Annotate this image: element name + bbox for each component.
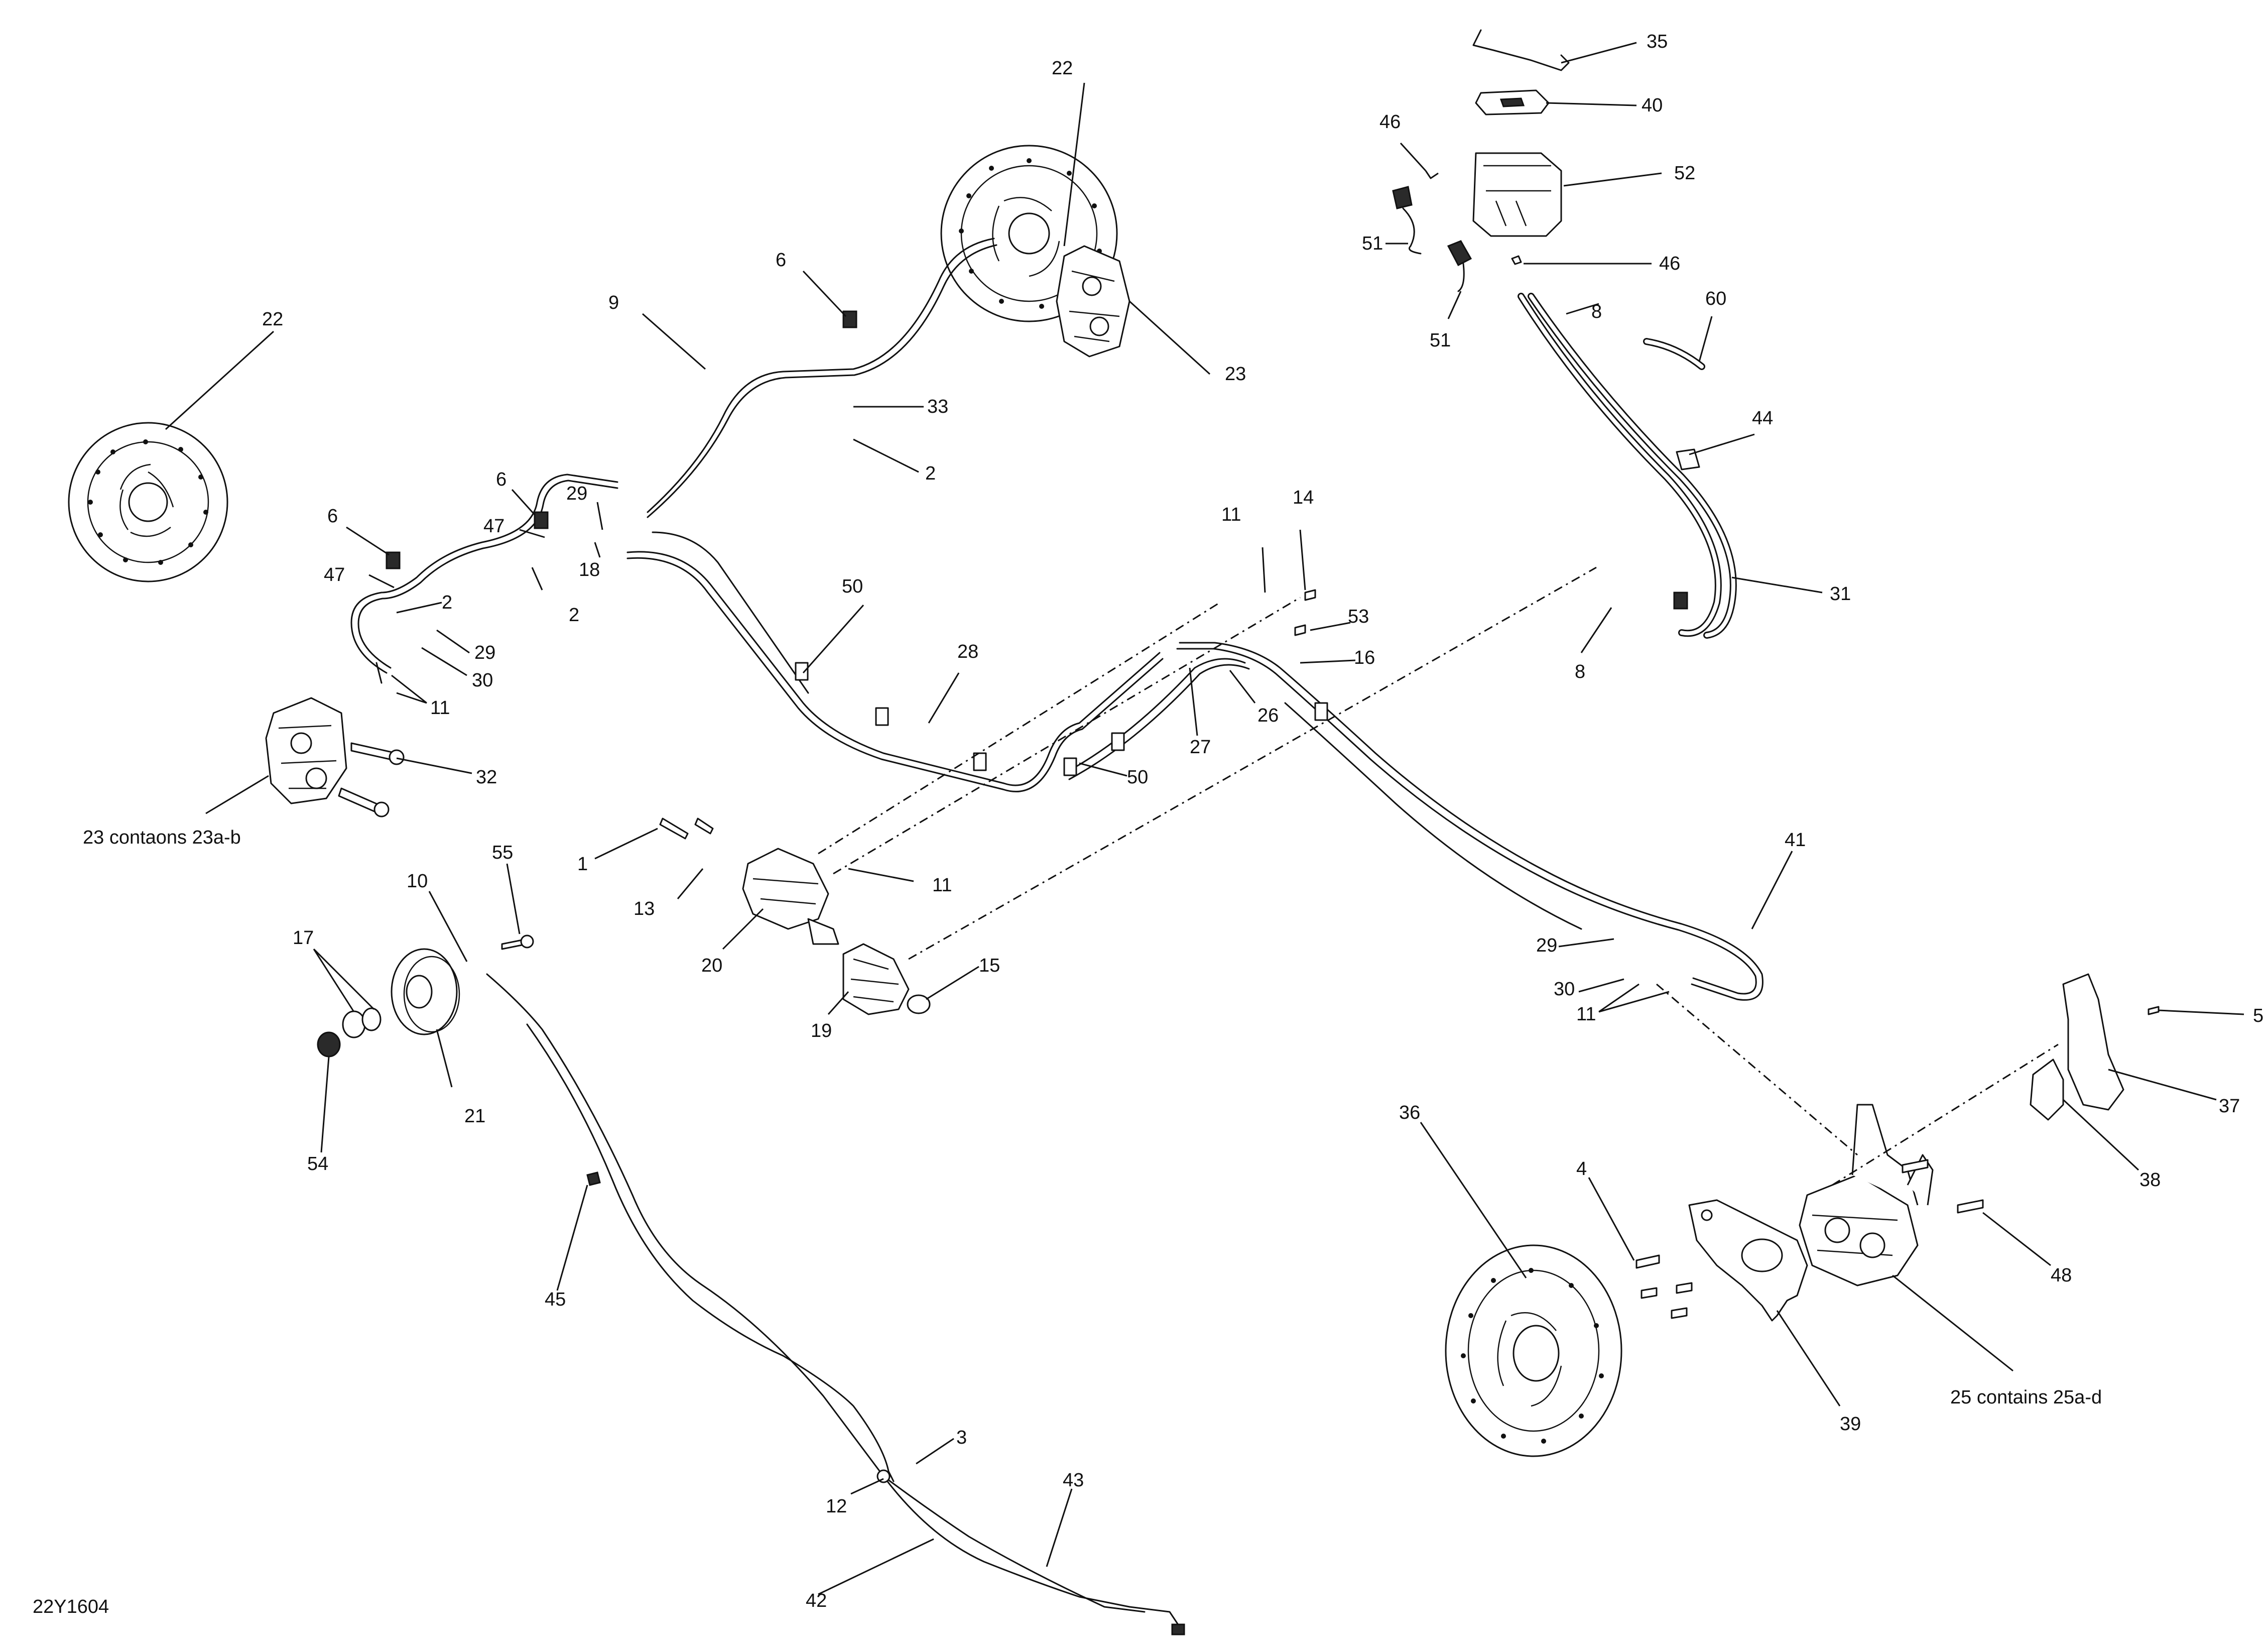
callout-22a: 22 <box>1052 58 1073 79</box>
brake-line-front-left <box>350 474 618 684</box>
hose-60 <box>1643 338 1705 370</box>
callout-2a: 2 <box>925 463 936 484</box>
callout-11d: 11 <box>1576 1004 1596 1025</box>
callout-16: 16 <box>1354 647 1375 668</box>
callout-47b: 47 <box>324 564 345 585</box>
brake-disc-rear <box>1445 1244 1622 1457</box>
callout-12: 12 <box>826 1496 847 1517</box>
callout-35: 35 <box>1647 31 1668 52</box>
callout-26: 26 <box>1257 705 1279 726</box>
brake-disc-left-front <box>68 422 228 582</box>
callout-6a: 6 <box>776 250 786 271</box>
brake-line-front-upper <box>647 238 997 518</box>
callout-38: 38 <box>2139 1169 2161 1191</box>
brake-switch-connectors <box>1392 170 1522 292</box>
callout-19: 19 <box>811 1020 832 1041</box>
callout-39: 39 <box>1840 1414 1861 1435</box>
callout-6c: 6 <box>327 506 338 527</box>
callout-11c: 11 <box>932 875 952 896</box>
callout-53: 53 <box>1348 606 1369 627</box>
caliper-bracket-rear <box>1688 1199 1808 1322</box>
callout-52: 52 <box>1674 163 1695 184</box>
brake-pedal-pulley <box>317 948 460 1058</box>
callout-11b: 11 <box>1221 504 1241 525</box>
brake-reservoir <box>1472 29 1570 237</box>
callout-54: 54 <box>307 1153 328 1175</box>
callout-40: 40 <box>1642 95 1663 116</box>
callout-14: 14 <box>1293 487 1314 508</box>
callout-2b: 2 <box>569 605 579 626</box>
callout-43: 43 <box>1063 1470 1084 1491</box>
callout-2c: 2 <box>442 592 452 613</box>
callout-20: 20 <box>701 955 722 976</box>
callout-3: 3 <box>956 1427 967 1448</box>
callout-46b: 46 <box>1659 253 1680 274</box>
callout-9: 9 <box>608 292 619 313</box>
assembly-dashed-lines <box>818 566 2059 1186</box>
callout-22b: 22 <box>262 309 283 330</box>
callout-labels: 35 40 46 52 51 46 8 51 60 44 31 8 22 23 … <box>33 31 2263 1617</box>
callout-55: 55 <box>492 842 513 863</box>
callout-13: 13 <box>634 898 655 919</box>
callout-4: 4 <box>1576 1158 1587 1180</box>
callout-8a: 8 <box>1591 301 1602 322</box>
callout-32: 32 <box>476 767 497 788</box>
callout-18: 18 <box>579 559 600 580</box>
callout-28: 28 <box>957 641 978 662</box>
callout-17: 17 <box>293 927 314 949</box>
note-caliper-front: 23 contaons 23a-b <box>83 827 241 848</box>
callout-8b: 8 <box>1575 661 1585 682</box>
callout-41: 41 <box>1785 830 1806 851</box>
brake-caliper-rear <box>1799 1104 1934 1286</box>
callout-51a: 51 <box>1362 233 1383 254</box>
reservoir-hose <box>1518 293 1737 639</box>
callout-37: 37 <box>2219 1096 2240 1117</box>
callout-33: 33 <box>927 396 948 417</box>
callout-31: 31 <box>1830 583 1851 605</box>
line-clips <box>386 310 1688 776</box>
note-caliper-rear: 25 contains 25a-d <box>1950 1387 2102 1408</box>
callout-42: 42 <box>806 1590 827 1611</box>
callout-5: 5 <box>2253 1005 2263 1026</box>
callout-10: 10 <box>407 871 428 892</box>
brake-line-mid <box>626 531 1763 1001</box>
callout-36: 36 <box>1399 1102 1420 1123</box>
leader-lines <box>165 42 2244 1595</box>
parking-brake-cable <box>486 973 1185 1635</box>
callout-29b: 29 <box>474 642 495 663</box>
callout-1: 1 <box>577 854 588 875</box>
callout-21: 21 <box>464 1106 485 1127</box>
callout-30a: 30 <box>472 670 493 691</box>
drawing-id: 22Y1604 <box>33 1596 109 1617</box>
callout-46a: 46 <box>1379 111 1401 133</box>
callout-47a: 47 <box>483 516 505 537</box>
brake-pad <box>2030 1059 2064 1121</box>
callout-60: 60 <box>1705 288 1726 309</box>
boot-19 <box>842 943 931 1015</box>
callout-50b: 50 <box>1127 767 1148 788</box>
callout-50a: 50 <box>842 576 863 597</box>
callout-15: 15 <box>979 955 1000 976</box>
callout-44: 44 <box>1752 408 1773 429</box>
callout-51b: 51 <box>1430 330 1451 351</box>
callout-23a: 23 <box>1225 364 1246 385</box>
callout-29c: 29 <box>1536 935 1557 956</box>
callout-6b: 6 <box>496 469 507 490</box>
callout-11a: 11 <box>430 697 450 719</box>
brake-pad-shield <box>2062 973 2124 1111</box>
master-cylinder-lower <box>742 848 839 945</box>
callout-29a: 29 <box>566 483 587 504</box>
bolts <box>338 589 2160 1319</box>
callout-48: 48 <box>2051 1265 2072 1286</box>
callout-30b: 30 <box>1554 979 1575 1000</box>
brake-caliper-left-front <box>265 697 347 804</box>
callout-27: 27 <box>1190 737 1211 758</box>
callout-45: 45 <box>545 1289 566 1310</box>
brake-caliper-right-front <box>1056 245 1130 358</box>
